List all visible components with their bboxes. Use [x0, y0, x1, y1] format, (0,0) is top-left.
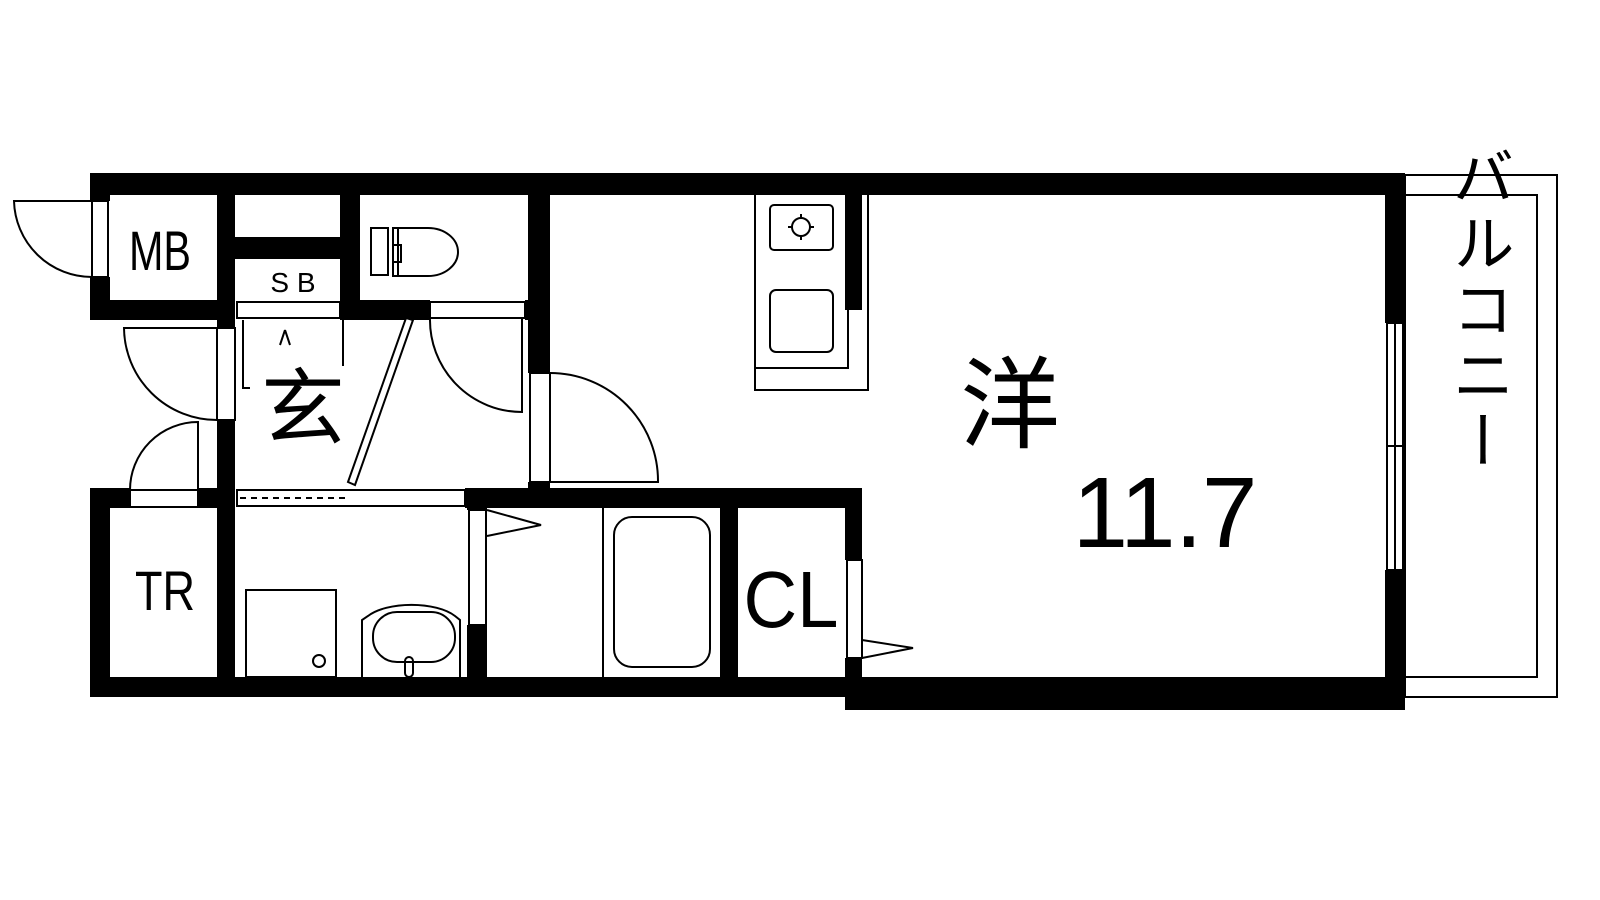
- room-door-swing: [549, 372, 660, 483]
- balcony: [1404, 174, 1558, 698]
- washroom-door: [468, 509, 487, 626]
- window: [1386, 322, 1404, 571]
- label-western-room: 洋: [960, 347, 1060, 464]
- kitchen-counter: [754, 195, 869, 391]
- washing-machine-space: [245, 589, 337, 678]
- bathtub-icon: [613, 516, 711, 668]
- front-door-swing: [122, 327, 218, 421]
- tr-door-swing: [129, 420, 199, 491]
- label-mb: MB: [129, 219, 191, 282]
- sink-icon: [769, 289, 834, 353]
- front-door-frame: [216, 327, 236, 421]
- toilet-door-swing: [428, 317, 523, 414]
- label-tr: TR: [135, 559, 195, 622]
- room-door-frame: [529, 372, 551, 483]
- doors-and-fixtures: [12, 195, 1404, 678]
- label-entrance: 玄: [261, 360, 345, 458]
- washbasin-icon: [361, 603, 461, 678]
- walls: [90, 173, 1405, 710]
- label-balcony: バルコニー: [1442, 145, 1515, 475]
- mb-door-swing: [12, 200, 93, 278]
- sliding-door: [346, 316, 415, 487]
- toilet-icon: [370, 227, 459, 277]
- entrance-door-frame: [91, 200, 109, 278]
- label-room-size: 11.7: [1073, 457, 1258, 569]
- closet-door: [846, 559, 863, 659]
- stove-icon: [769, 204, 834, 251]
- toilet-door-frame: [429, 301, 526, 319]
- label-cl: CL: [744, 555, 839, 644]
- label-sb: S B: [270, 267, 315, 298]
- shoe-box-door: [236, 301, 341, 319]
- tr-door-frame: [129, 489, 199, 508]
